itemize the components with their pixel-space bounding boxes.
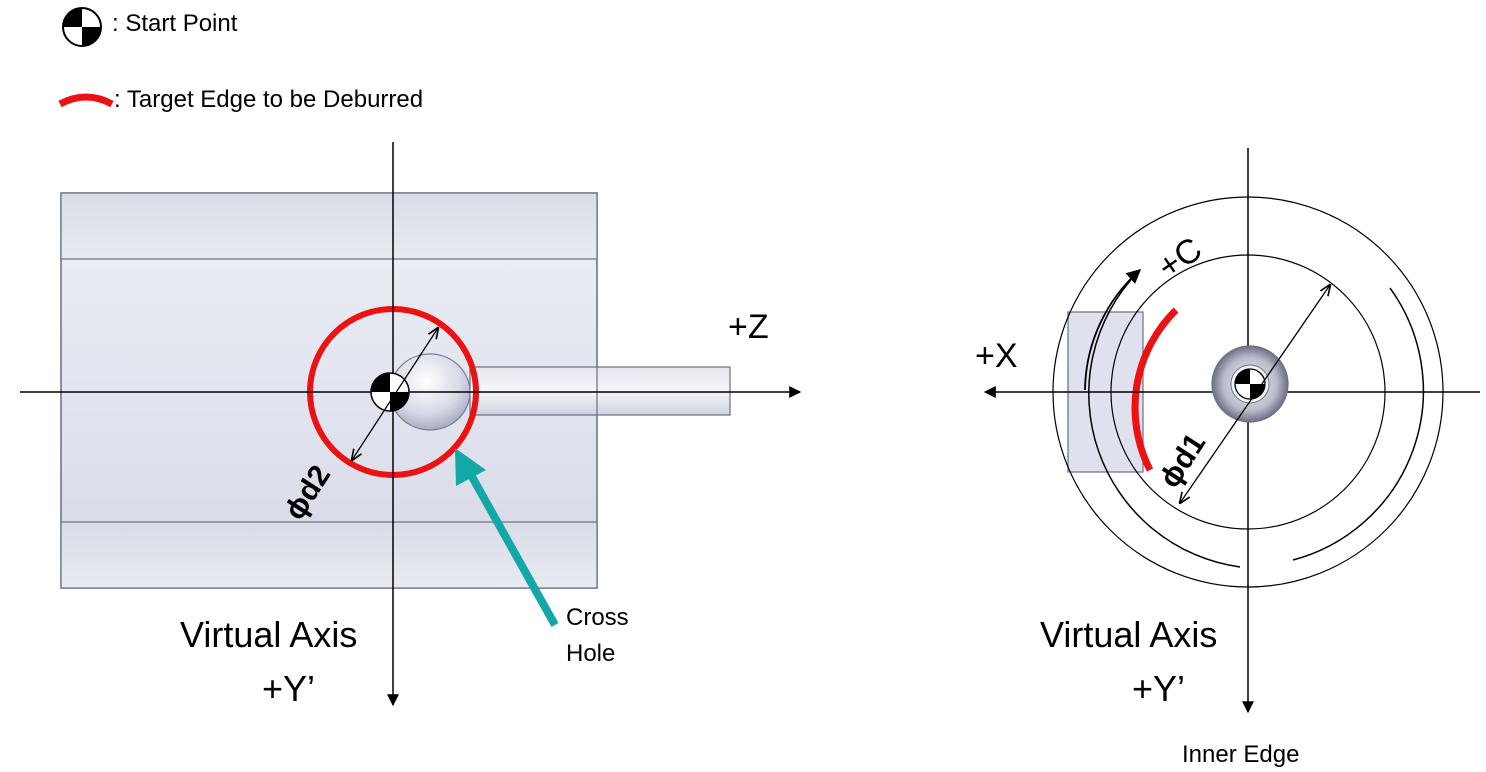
cross-hole-label-line2: Hole <box>566 640 615 667</box>
right-arc <box>1292 287 1425 561</box>
side-view: ϕd2 +Z Cross Hole Virtual Axis +Y’ <box>20 142 802 709</box>
target-edge-legend-label: : Target Edge to be Deburred <box>114 86 423 113</box>
z-axis-label: +Z <box>728 308 769 346</box>
end-start-point-marker <box>1234 368 1266 400</box>
side-virtual-axis-label: Virtual Axis <box>180 614 357 655</box>
side-y-axis-label: +Y’ <box>262 668 315 709</box>
end-virtual-axis-label: Virtual Axis <box>1040 614 1217 655</box>
target-edge-legend-icon <box>58 93 114 108</box>
end-view: ϕd1 +C +X Virtual Axis +Y’ Inner Edge <box>975 148 1480 768</box>
pin-shaft <box>469 366 731 416</box>
cross-hole-arrow-shaft <box>462 464 559 627</box>
d1-dimension-arrow <box>1180 285 1330 503</box>
start-point-icon <box>62 7 102 47</box>
end-y-axis-label: +Y’ <box>1132 668 1185 709</box>
left-arc <box>1088 271 1241 568</box>
part-top-band <box>60 192 598 260</box>
cross-hole-arrow-head <box>455 448 486 486</box>
start-point-legend-label: : Start Point <box>112 10 238 37</box>
legend: : Start Point : Target Edge to be Deburr… <box>58 7 423 113</box>
x-axis-label: +X <box>975 337 1018 375</box>
inner-edge-label: Inner Edge <box>1182 741 1299 768</box>
start-point-marker <box>370 372 410 412</box>
cross-hole-label-line1: Cross <box>566 604 629 631</box>
target-edge-arc <box>1131 307 1179 472</box>
c-rotation-arrow <box>1084 269 1142 391</box>
d2-dimension-arrow <box>352 328 438 460</box>
c-axis-label: +C <box>1151 230 1209 287</box>
d1-dimension-label: ϕd1 <box>1153 428 1212 494</box>
